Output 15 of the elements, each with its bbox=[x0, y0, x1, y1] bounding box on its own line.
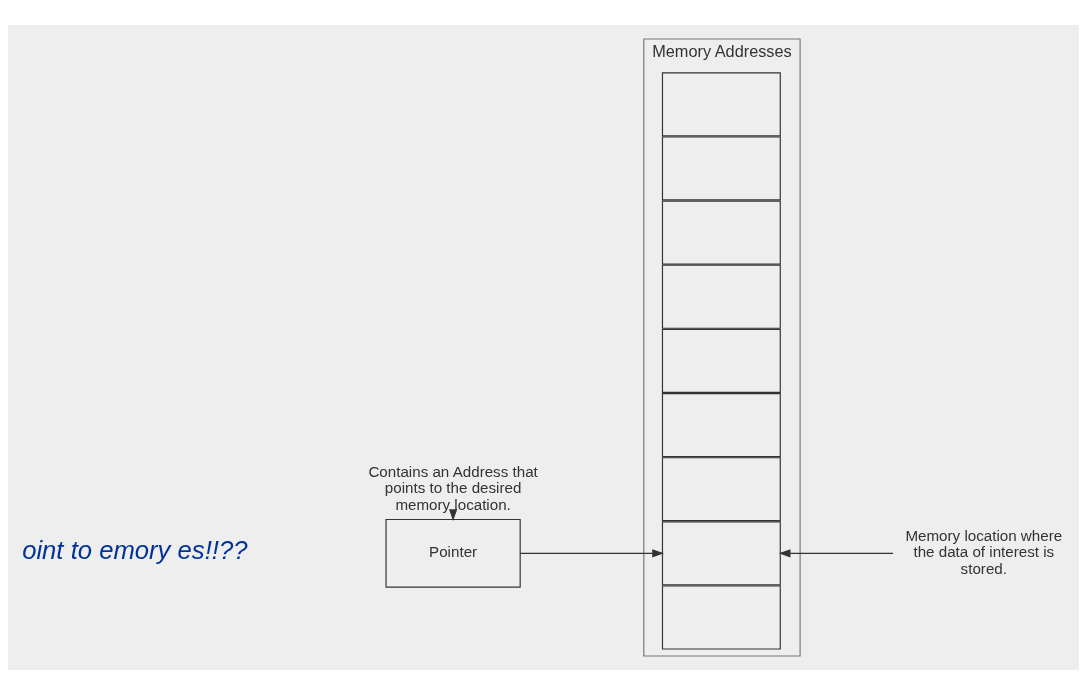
arrow bbox=[778, 549, 894, 558]
node-box bbox=[661, 521, 781, 586]
node-box bbox=[661, 200, 781, 265]
label: oint to emory es!!?? bbox=[22, 535, 248, 564]
node-box bbox=[661, 72, 781, 137]
node-box bbox=[661, 393, 781, 458]
node-box bbox=[661, 585, 781, 650]
cluster: Memory Addresses bbox=[643, 38, 801, 657]
node-box bbox=[661, 136, 781, 201]
node-text: Contains an Address that points to the desired memory location. bbox=[368, 462, 538, 513]
node-box bbox=[661, 328, 781, 393]
arrow bbox=[519, 549, 664, 558]
node-box bbox=[661, 457, 781, 522]
node-text: Memory location where the data of interest is stored. bbox=[905, 527, 1063, 577]
node-box bbox=[661, 264, 781, 329]
